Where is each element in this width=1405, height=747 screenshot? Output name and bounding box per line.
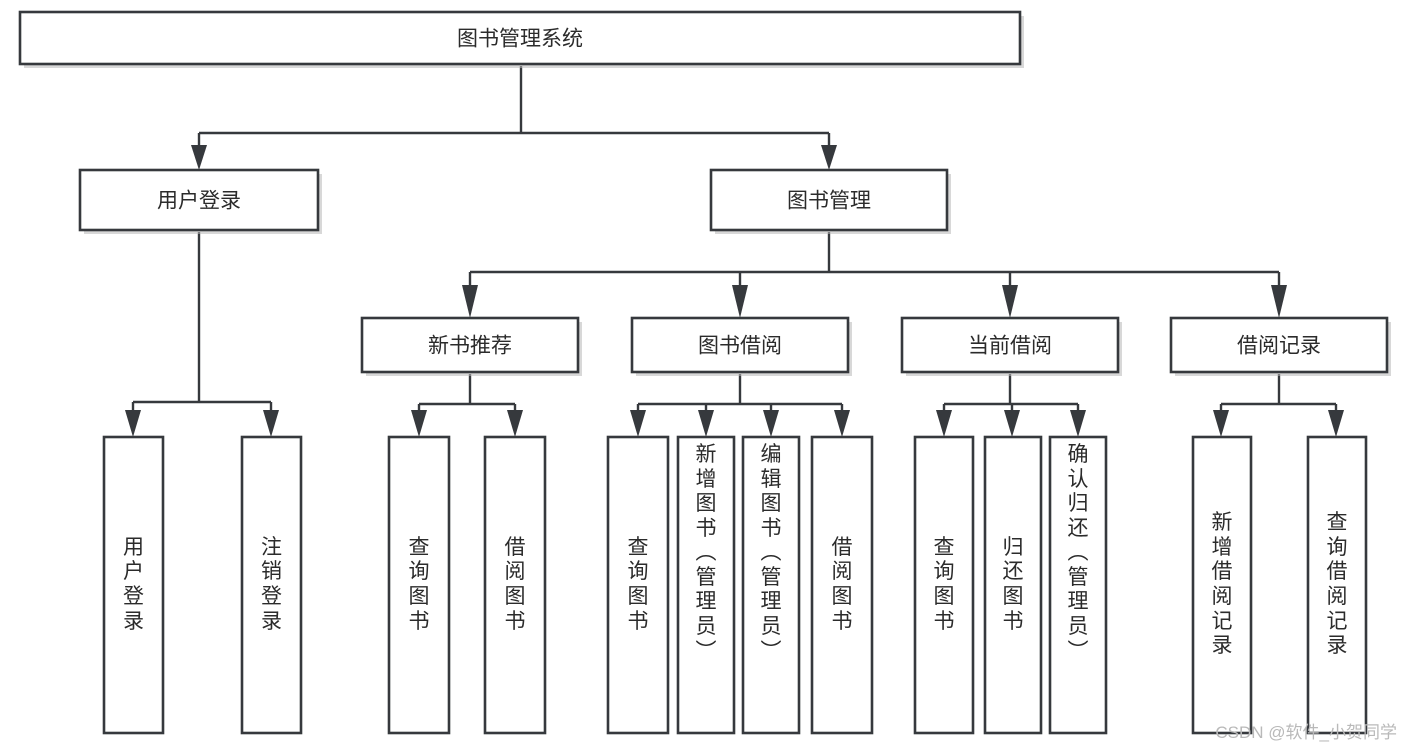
node-leaf-borrow-book-2-box[interactable] xyxy=(810,435,874,735)
arrowhead-leaf-add-record xyxy=(1213,410,1229,437)
arrowhead-bookmanage xyxy=(821,145,837,170)
arrowhead-leaf-query-record xyxy=(1328,410,1344,437)
node-book-borrow-box[interactable] xyxy=(630,316,850,374)
node-root-label: 图书管理系统 xyxy=(457,28,583,51)
node-book-manage-box[interactable] xyxy=(709,168,949,232)
node-new-book-recommend-box[interactable] xyxy=(360,316,580,374)
arrowhead-new-book-recommend xyxy=(462,285,478,318)
node-leaf-borrow-book-1-box[interactable] xyxy=(483,435,547,735)
node-current-borrow-box[interactable] xyxy=(900,316,1120,374)
arrowhead-leaf-confirm-return xyxy=(1070,410,1086,437)
node-root-box[interactable] xyxy=(18,10,1022,66)
node-leaf-query-book-1-box[interactable] xyxy=(387,435,451,735)
arrowhead-leaf-add-book xyxy=(698,410,714,437)
node-leaf-add-record-box[interactable] xyxy=(1191,435,1253,735)
node-current-borrow-label: 当前借阅 xyxy=(968,335,1052,358)
arrowhead-leaf-borrow-book-2 xyxy=(834,410,850,437)
arrowhead-leaf-query-book-2 xyxy=(630,410,646,437)
node-borrow-record-box[interactable] xyxy=(1169,316,1389,374)
node-leaf-user-logout-box[interactable] xyxy=(240,435,303,735)
arrowhead-leaf-borrow-book-1 xyxy=(507,410,523,437)
node-leaf-query-record-box[interactable] xyxy=(1306,435,1368,735)
node-leaf-return-book-box[interactable] xyxy=(983,435,1043,735)
connector-layer xyxy=(125,66,1344,437)
csdn-watermark: CSDN @软件_小贺同学 xyxy=(1215,723,1397,742)
node-leaf-query-book-3-box[interactable] xyxy=(913,435,975,735)
arrowhead-userlogin xyxy=(191,145,207,170)
arrowhead-current-borrow xyxy=(1002,285,1018,318)
arrowhead-leaf-query-book-3 xyxy=(936,410,952,437)
node-user-login-label: 用户登录 xyxy=(157,190,241,213)
arrowhead-borrow-record xyxy=(1271,285,1287,318)
node-book-manage-label: 图书管理 xyxy=(787,190,871,213)
node-leaf-add-book-box[interactable] xyxy=(676,435,736,735)
arrowhead-leaf-query-book-1 xyxy=(411,410,427,437)
node-leaf-user-login-box[interactable] xyxy=(102,435,165,735)
node-leaf-edit-book-box[interactable] xyxy=(741,435,801,735)
arrowhead-book-borrow xyxy=(732,285,748,318)
arrowhead-leaf-edit-book xyxy=(763,410,779,437)
arrowhead-leaf-user-logout xyxy=(263,410,279,437)
node-borrow-record-label: 借阅记录 xyxy=(1237,335,1321,358)
node-user-login-box[interactable] xyxy=(78,168,320,232)
node-leaf-confirm-return-box[interactable] xyxy=(1048,435,1108,735)
node-new-book-recommend-label: 新书推荐 xyxy=(428,335,512,358)
arrowhead-leaf-return-book xyxy=(1004,410,1020,437)
node-book-borrow-label: 图书借阅 xyxy=(698,335,782,358)
node-leaf-query-book-2-box[interactable] xyxy=(606,435,670,735)
arrowhead-leaf-user-login xyxy=(125,410,141,437)
node-layer: 图书管理系统 用户登录 图书管理 新书推荐 图书借阅 当前借阅 借阅记录 xyxy=(18,10,1391,735)
